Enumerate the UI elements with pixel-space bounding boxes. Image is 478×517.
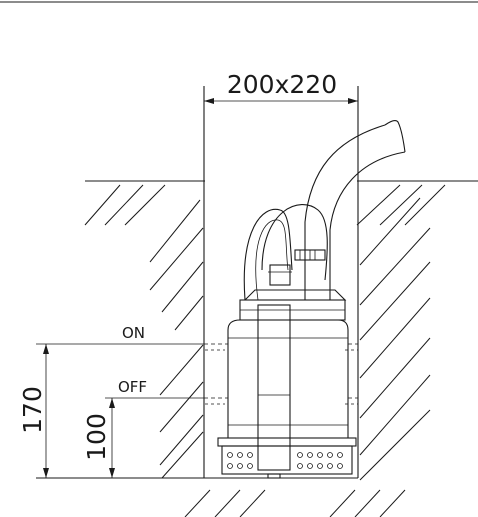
pump-body xyxy=(227,319,349,439)
level-on-label: ON xyxy=(122,324,145,342)
pump-foot xyxy=(267,473,281,479)
level-off-label: OFF xyxy=(118,378,147,396)
power-cable xyxy=(243,208,293,301)
strainer-body xyxy=(221,445,353,475)
height-on-dimension xyxy=(43,344,49,478)
height-off-dimension xyxy=(109,398,115,478)
float-cable xyxy=(261,204,328,281)
cable-gland xyxy=(269,264,291,286)
water-level-off xyxy=(105,397,358,405)
height-on-label: 170 xyxy=(18,386,47,434)
pump-central-column xyxy=(257,304,291,471)
strainer-rim xyxy=(217,437,357,447)
discharge-hose xyxy=(304,120,406,300)
pump xyxy=(217,204,357,479)
pit-width-dimension xyxy=(204,98,358,104)
ground-hatching-right xyxy=(329,180,478,517)
strainer-holes xyxy=(227,452,343,469)
ground-hatching-left xyxy=(84,180,266,517)
height-off-label: 100 xyxy=(82,413,111,461)
water-level-on xyxy=(36,343,358,351)
pit-width-label: 200x220 xyxy=(227,70,337,99)
